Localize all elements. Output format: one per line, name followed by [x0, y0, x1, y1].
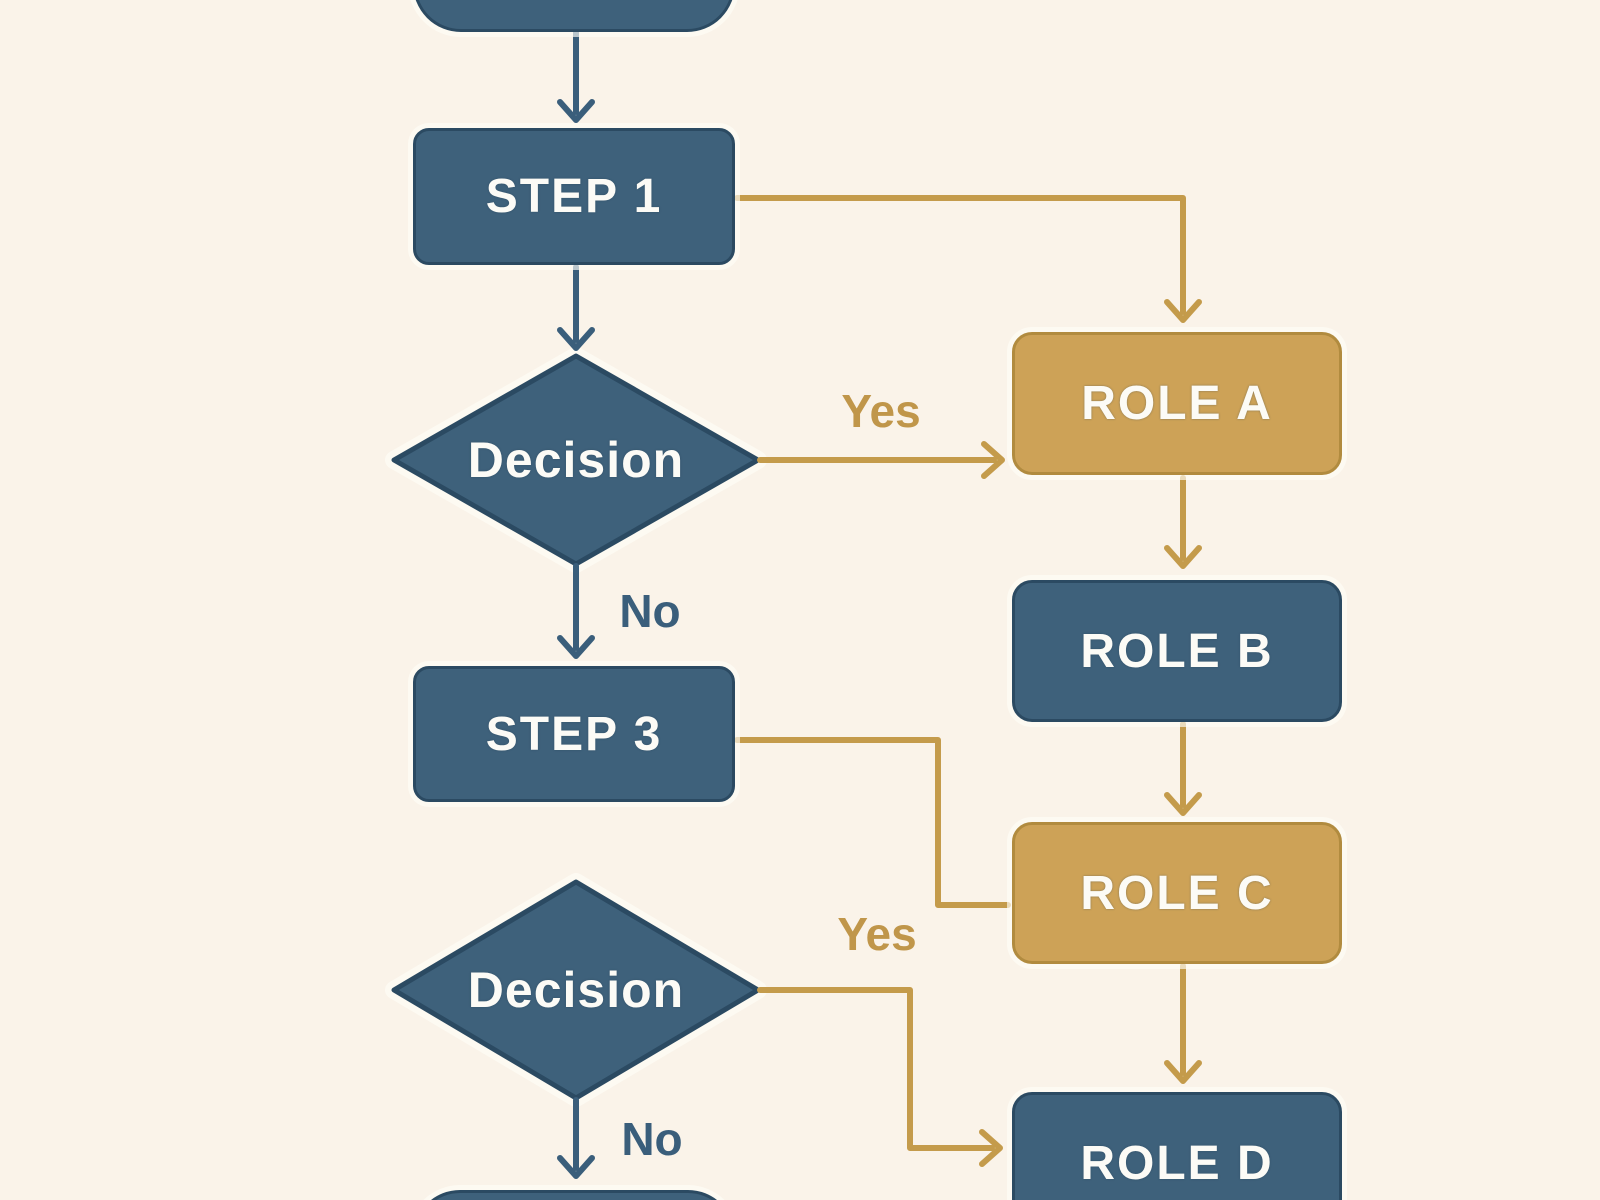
node-role-c: ROLE C — [1012, 822, 1342, 964]
arrowhead-down-icon — [557, 99, 595, 123]
node-step-3: STEP 3 — [413, 666, 735, 802]
node-decision-2-label: Decision — [467, 962, 685, 1018]
edge-decision2-yes-to-roleD — [757, 987, 1003, 1167]
edge-label-decision1-yes: Yes — [841, 385, 921, 437]
edge-label-decision2-yes: Yes — [837, 908, 917, 960]
edge-decision1-yes-to-roleA — [757, 441, 1005, 479]
node-step-1: STEP 1 — [413, 128, 735, 265]
edge-roleA-to-roleB — [1164, 475, 1202, 569]
node-start-terminator — [413, 0, 735, 32]
node-role-d: ROLE D — [1012, 1092, 1342, 1200]
arrowhead-right-icon — [981, 441, 1005, 479]
edge-step3-to-roleC — [734, 737, 1011, 908]
edge-start-to-step1 — [557, 29, 595, 123]
edge-step1-to-decision1 — [557, 264, 595, 351]
arrowhead-down-icon — [1164, 299, 1202, 323]
arrowhead-down-icon — [557, 1155, 595, 1179]
edge-decision1-no-to-step3 — [557, 563, 595, 659]
arrowhead-down-icon — [557, 327, 595, 351]
edge-decision2-no-to-end — [557, 1097, 595, 1179]
edge-step1-to-roleA — [734, 195, 1202, 323]
edge-label-decision2-no: No — [621, 1113, 683, 1165]
arrowhead-right-icon — [979, 1129, 1003, 1167]
edge-roleB-to-roleC — [1164, 721, 1202, 816]
node-role-b: ROLE B — [1012, 580, 1342, 722]
arrowhead-down-icon — [557, 635, 595, 659]
node-decision-1-label: Decision — [467, 432, 685, 488]
arrowhead-down-icon — [1164, 545, 1202, 569]
node-end-terminator — [413, 1190, 735, 1200]
node-role-a: ROLE A — [1012, 332, 1342, 475]
edge-label-decision1-no: No — [619, 585, 681, 637]
arrowhead-down-icon — [1164, 1060, 1202, 1084]
edge-roleC-to-roleD — [1164, 963, 1202, 1084]
arrowhead-down-icon — [1164, 792, 1202, 816]
